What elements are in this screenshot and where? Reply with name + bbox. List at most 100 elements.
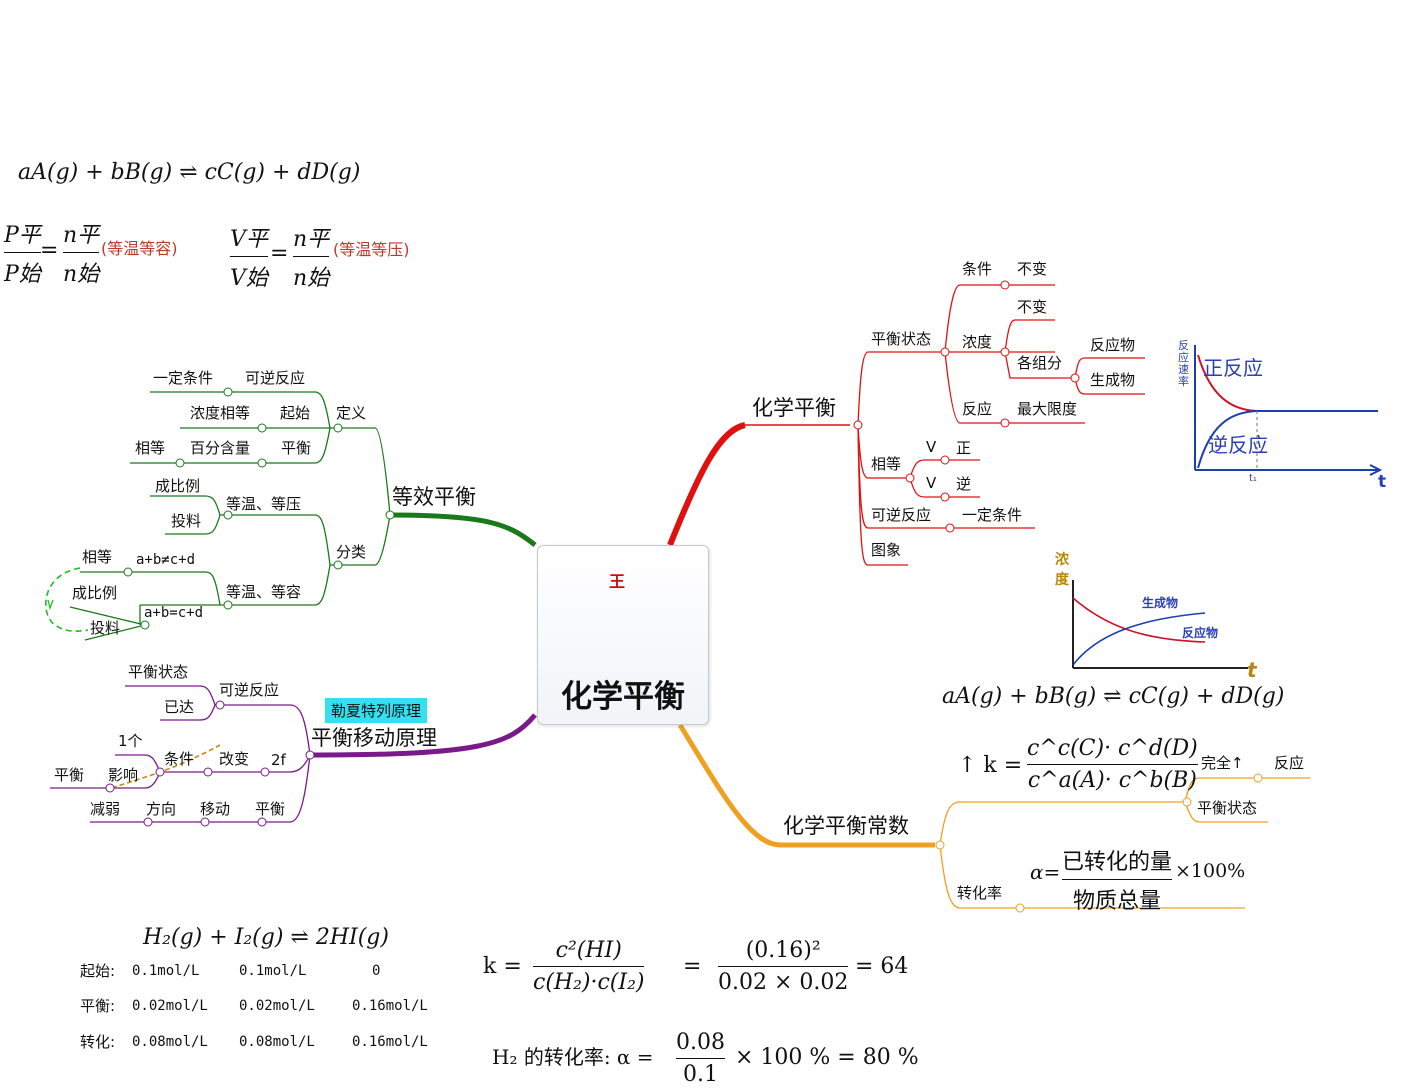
node-equal-rates[interactable]: 相等	[871, 455, 902, 473]
node-concentration[interactable]: 浓度	[962, 333, 993, 351]
node-condition[interactable]: 条件	[962, 260, 993, 278]
example-cell: 0.08mol/L	[132, 1034, 208, 1050]
node-reversible-def[interactable]: 可逆反应	[245, 369, 306, 387]
node-shift-equilibrium[interactable]: 平衡	[54, 766, 85, 784]
example-cell: 0.02mol/L	[132, 998, 208, 1014]
node-equal-concentration[interactable]: 浓度相等	[190, 404, 251, 422]
example-k-result: = 64	[855, 954, 909, 979]
node-isothermal-isochoric[interactable]: 等温、等容	[226, 583, 302, 601]
example-conversion-result: × 100 % = 80 %	[735, 1045, 919, 1070]
example-conversion-fraction: 0.08 0.1	[676, 1030, 725, 1087]
general-equation: aA(g) + bB(g) ⇌ cC(g) + dD(g)	[18, 160, 361, 185]
node-feed[interactable]: 投料	[171, 512, 202, 530]
node-shift-state[interactable]: 平衡状态	[128, 663, 189, 681]
node-2f[interactable]: 2f	[271, 751, 286, 769]
node-equal-def[interactable]: 相等	[135, 439, 166, 457]
node-reactants[interactable]: 反应物	[1090, 336, 1136, 354]
center-node[interactable]: 化学平衡	[537, 545, 709, 725]
tiger-forehead-mark: 王	[609, 572, 626, 591]
example-row-label: 平衡:	[80, 997, 116, 1015]
node-shift-principle[interactable]: 平衡移动原理	[311, 726, 437, 750]
node-classification[interactable]: 分类	[336, 543, 367, 561]
example-row-label: 转化:	[80, 1033, 116, 1051]
node-reached[interactable]: 已达	[164, 698, 195, 716]
node-percentage[interactable]: 百分含量	[190, 439, 251, 457]
alpha-suffix: ×100%	[1175, 860, 1246, 882]
node-graph[interactable]: 图象	[871, 541, 902, 559]
node-cond-equal[interactable]: a+b=c+d	[144, 605, 204, 621]
node-equal-class[interactable]: 相等	[82, 548, 113, 566]
node-feed-2[interactable]: 投料	[90, 619, 121, 637]
example-cell: 0.1mol/L	[132, 963, 200, 979]
node-chemical-equilibrium[interactable]: 化学平衡	[752, 396, 836, 420]
t1-tick-label: t₁	[1249, 473, 1257, 484]
node-cond-unequal[interactable]: a+b≠c+d	[136, 552, 196, 568]
node-max-limit[interactable]: 最大限度	[1017, 400, 1078, 418]
node-equivalent-equilibrium[interactable]: 等效平衡	[392, 485, 476, 509]
node-influence[interactable]: 影响	[108, 766, 139, 784]
example-cell: 0	[372, 963, 381, 979]
isochoric-note: (等温等容)	[101, 239, 178, 258]
forward-rate-label: 正反应	[1203, 356, 1263, 380]
node-direction[interactable]: 方向	[146, 800, 177, 818]
node-forward[interactable]: 正	[956, 439, 972, 457]
pressure-ratio: P平 P始	[4, 217, 41, 288]
node-products[interactable]: 生成物	[1090, 371, 1136, 389]
node-proportional[interactable]: 成比例	[155, 477, 201, 495]
node-one[interactable]: 1个	[118, 732, 143, 750]
branch-equivalent-stem	[389, 512, 537, 547]
node-shift-condition[interactable]: 条件	[164, 750, 195, 768]
node-equilibrium-state[interactable]: 平衡状态	[871, 330, 932, 348]
node-v-reverse-symbol: V	[926, 474, 937, 492]
example-cell: 0.08mol/L	[239, 1034, 315, 1050]
node-proportional-2[interactable]: 成比例	[72, 584, 118, 602]
node-condition-unchanged[interactable]: 不变	[1017, 260, 1048, 278]
isobaric-note: (等温等压)	[333, 240, 410, 259]
conc-chart-xlabel: t	[1247, 658, 1257, 682]
node-initial[interactable]: 起始	[280, 404, 311, 422]
node-reverse[interactable]: 逆	[956, 475, 972, 493]
p-left-num: P平	[4, 223, 41, 248]
node-constant-reaction[interactable]: 反应	[1274, 754, 1305, 772]
p-left-den: P始	[4, 262, 41, 287]
example-k-fraction-2: (0.16)² 0.02 × 0.02	[718, 938, 849, 995]
alpha-prefix: α=	[1030, 860, 1061, 884]
product-curve-label: 生成物	[1142, 596, 1179, 610]
node-definition[interactable]: 定义	[336, 404, 367, 422]
example-k-prefix: k =	[483, 954, 522, 979]
le-chatelier-banner[interactable]: 勒夏特列原理	[325, 698, 428, 723]
node-reaction[interactable]: 反应	[962, 400, 993, 418]
k-prefix: ↑ k =	[958, 753, 1023, 778]
node-equilibrium-def[interactable]: 平衡	[281, 439, 312, 457]
node-certain-condition-def[interactable]: 一定条件	[153, 369, 214, 387]
node-reversible-reaction[interactable]: 可逆反应	[871, 506, 932, 524]
node-weaken[interactable]: 减弱	[90, 800, 121, 818]
example-k-fraction-1: c²(HI) c(H₂)·c(I₂)	[533, 938, 645, 995]
rate-chart-xlabel: t	[1378, 472, 1387, 492]
example-cell: 0.1mol/L	[239, 963, 307, 979]
node-shift-reversible[interactable]: 可逆反应	[219, 681, 280, 699]
reactant-curve	[1072, 597, 1206, 643]
rate-chart	[1194, 345, 1383, 476]
product-curve	[1072, 612, 1206, 666]
node-equilibrium-constant[interactable]: 化学平衡常数	[783, 814, 909, 838]
node-complete[interactable]: 完全↑	[1201, 754, 1244, 772]
alpha-fraction: 已转化的量 物质总量	[1062, 850, 1173, 914]
reverse-rate-label: 逆反应	[1208, 433, 1268, 457]
node-conversion[interactable]: 转化率	[957, 884, 1003, 902]
node-concentration-unchanged[interactable]: 不变	[1017, 298, 1048, 316]
example-row-label: 起始:	[80, 962, 116, 980]
node-isothermal-isobaric[interactable]: 等温、等压	[226, 495, 302, 513]
node-components[interactable]: 各组分	[1017, 354, 1063, 372]
node-change[interactable]: 改变	[219, 750, 250, 768]
example-cell: 0.16mol/L	[352, 998, 428, 1014]
center-title: 化学平衡	[561, 679, 685, 715]
example-cell: 0.16mol/L	[352, 1034, 428, 1050]
branch-shift-stem	[309, 713, 537, 758]
node-certain-condition[interactable]: 一定条件	[962, 506, 1023, 524]
node-v-forward-symbol: V	[926, 438, 937, 456]
node-shift-equilibrium-2[interactable]: 平衡	[255, 800, 286, 818]
node-constant-state[interactable]: 平衡状态	[1197, 799, 1258, 817]
k-fraction: c^c(C)· c^d(D) c^a(A)· c^b(B)	[1027, 736, 1198, 793]
node-move[interactable]: 移动	[200, 800, 231, 818]
